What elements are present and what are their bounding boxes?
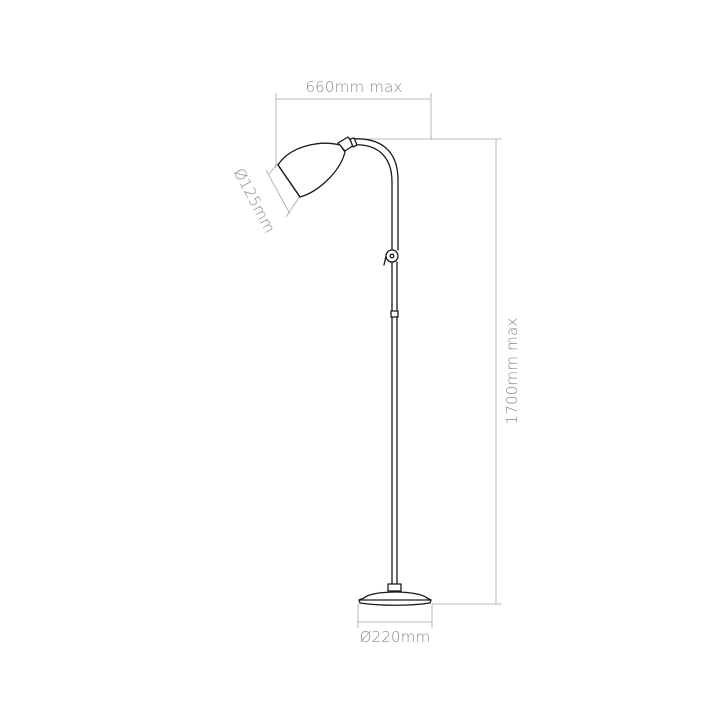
lamp-gooseneck-inner xyxy=(350,144,393,251)
height-label: 1700mm max xyxy=(503,318,521,425)
shade-diameter-extension-top xyxy=(268,162,279,175)
lamp-shade-neck xyxy=(349,137,358,148)
lamp-shade-rim xyxy=(277,164,301,198)
height-dimension: 1700mm max xyxy=(352,138,521,605)
lamp-knob xyxy=(385,249,399,263)
lamp-knob-handle xyxy=(383,255,387,266)
lamp-knob-center xyxy=(389,253,395,259)
lamp-base-plate xyxy=(358,591,432,606)
base-diameter-label: Ø220mm xyxy=(360,628,431,646)
lamp-gooseneck-outer xyxy=(350,138,399,251)
base-diameter-dimension: Ø220mm xyxy=(357,604,433,646)
lamp-stem-joint xyxy=(390,310,399,318)
shade-diameter-label: Ø125mm xyxy=(230,165,279,236)
lamp-base-collar xyxy=(387,583,402,592)
width-label: 660mm max xyxy=(305,78,402,96)
lamp-shade xyxy=(277,142,346,198)
width-dimension: 660mm max xyxy=(275,78,432,168)
floor-lamp xyxy=(277,136,432,606)
shade-diameter-dimension-line xyxy=(265,169,291,215)
shade-diameter-extension-bottom xyxy=(285,195,301,218)
